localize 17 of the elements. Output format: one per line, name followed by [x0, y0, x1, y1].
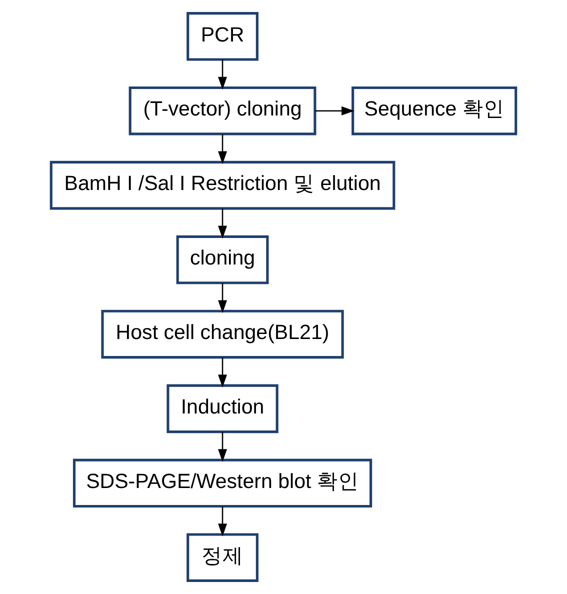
- node-box: 정제: [186, 533, 258, 582]
- arrow: [218, 432, 228, 462]
- arrow: [218, 60, 228, 90]
- node-box: (T-vector) cloning: [128, 86, 316, 136]
- node-box: Sequence 확인: [352, 86, 518, 136]
- node-box: PCR: [186, 12, 258, 61]
- node-box: Induction: [166, 384, 278, 434]
- arrow: [218, 208, 228, 239]
- arrow: [218, 506, 228, 536]
- arrow: [315, 106, 354, 116]
- node-box: cloning: [176, 235, 269, 284]
- arrow: [218, 134, 228, 164]
- node-box: Host cell change(BL21): [101, 310, 344, 359]
- arrow: [218, 283, 228, 314]
- node-box: BamH I /Sal I Restriction 및 elution: [50, 160, 396, 210]
- arrow: [218, 357, 228, 388]
- node-box: SDS-PAGE/Western blot 확인: [72, 458, 372, 508]
